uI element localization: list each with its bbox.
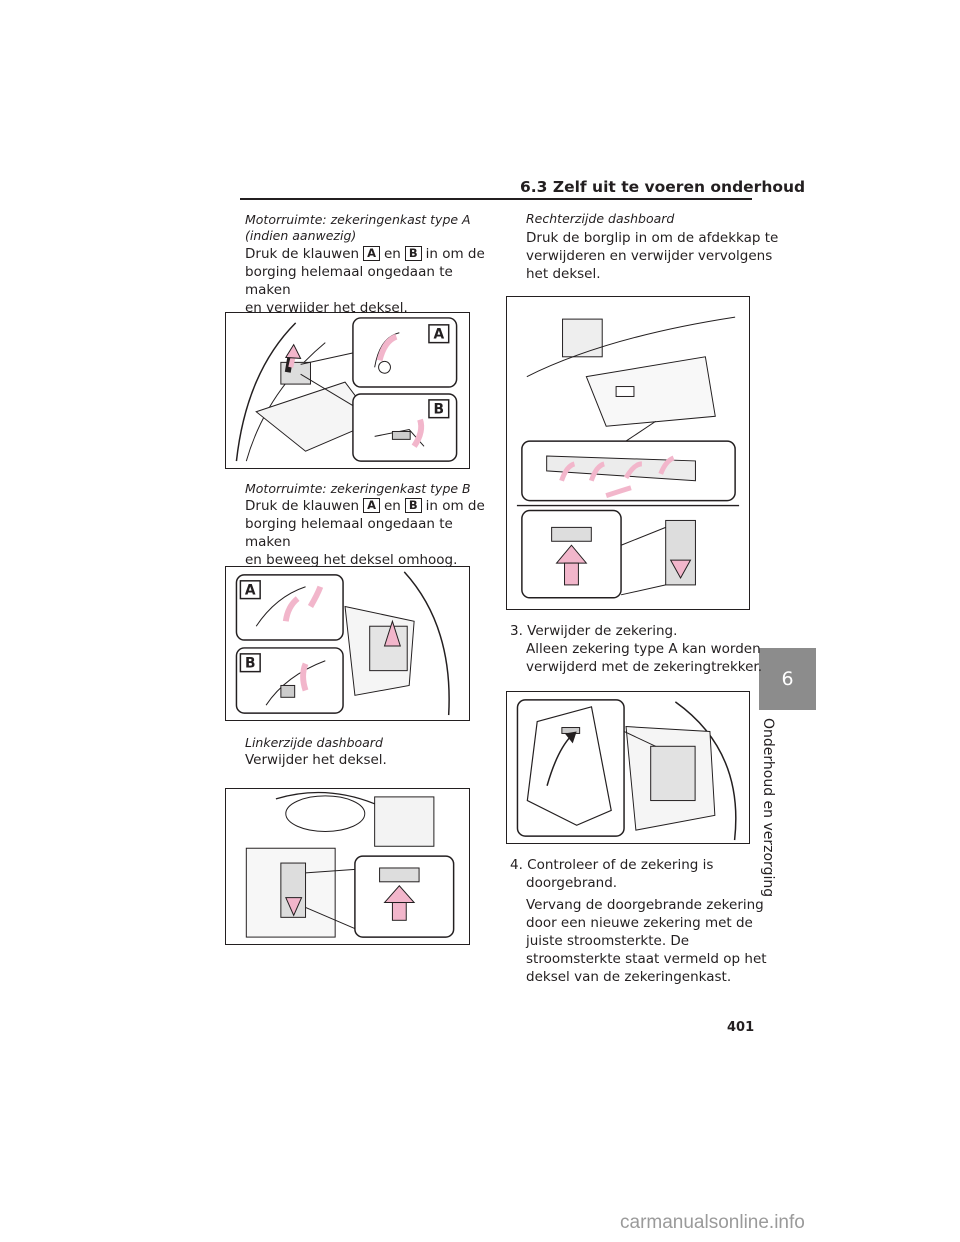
callout-a-label: A [433, 327, 444, 343]
caption-right-dashboard: Rechterzijde dashboard [526, 211, 675, 226]
step-4: 4. Controleer of de zekering is doorgebr… [510, 856, 767, 986]
text: in om de [425, 246, 485, 262]
text-line: verwijderd met de zekeringtrekker. [526, 659, 763, 675]
text-line: Druk de borglip in om de afdekkap te [526, 230, 779, 246]
text-line: Alleen zekering type A kan worden [526, 641, 761, 657]
figure-engine-type-a: A B [225, 312, 470, 469]
header-rule [240, 198, 752, 200]
figure-left-dashboard [225, 788, 470, 945]
figure-engine-type-b: A B [225, 566, 470, 721]
text-line: en beweeg het deksel omhoog. [245, 552, 458, 568]
step-heading: 4. Controleer of de zekering is [510, 857, 714, 873]
chapter-label: Onderhoud en verzorging [752, 718, 784, 897]
text-line: verwijderen en verwijder vervolgens [526, 248, 773, 264]
caption-line: Motorruimte: zekeringenkast type A [245, 212, 471, 227]
callout-b-label: B [434, 402, 445, 418]
caption-line: (indien aanwezig) [245, 228, 357, 243]
instruction-left-dashboard: Verwijder het deksel. [245, 752, 387, 768]
step-heading: 3. Verwijder de zekering. [510, 623, 678, 639]
callout-b-label: B [245, 656, 256, 672]
text: in om de [425, 498, 485, 514]
text-line: borging helemaal ongedaan te maken [245, 264, 453, 298]
caption-engine-type-b: Motorruimte: zekeringenkast type B [245, 481, 471, 496]
figure-fuse-puller [506, 691, 750, 844]
label-key-a: A [363, 246, 380, 261]
text-line: het deksel. [526, 266, 601, 282]
text: en [383, 246, 401, 262]
label-key-b: B [404, 246, 422, 261]
text-line: juiste stroomsterkte. De [526, 933, 690, 949]
text: Druk de klauwen [245, 246, 360, 262]
text-line: deksel van de zekeringenkast. [526, 969, 732, 985]
text-line: doorgebrand. [526, 875, 618, 891]
text-line: Vervang de doorgebrande zekering [526, 897, 764, 913]
label-key-b: B [404, 498, 422, 513]
caption-left-dashboard: Linkerzijde dashboard [245, 735, 383, 750]
label-key-a: A [363, 498, 380, 513]
text: en [383, 498, 401, 514]
text-line: borging helemaal ongedaan te maken [245, 516, 453, 550]
text: Druk de klauwen [245, 498, 360, 514]
page-number: 401 [727, 1020, 755, 1035]
text-line: stroomsterkte staat vermeld op het [526, 951, 767, 967]
caption-engine-type-a: Motorruimte: zekeringenkast type A (indi… [245, 212, 471, 244]
figure-right-dashboard [506, 296, 750, 610]
callout-a-label: A [245, 583, 256, 599]
step-3: 3. Verwijder de zekering. Alleen zekerin… [510, 622, 762, 676]
section-header: 6.3 Zelf uit te voeren onderhoud [520, 178, 806, 196]
instruction-right-dashboard: Druk de borglip in om de afdekkap te ver… [526, 229, 778, 283]
watermark: carmanualsonline.info [620, 1212, 805, 1233]
chapter-number-tab[interactable]: 6 [759, 648, 816, 710]
text-line: door een nieuwe zekering met de [526, 915, 753, 931]
